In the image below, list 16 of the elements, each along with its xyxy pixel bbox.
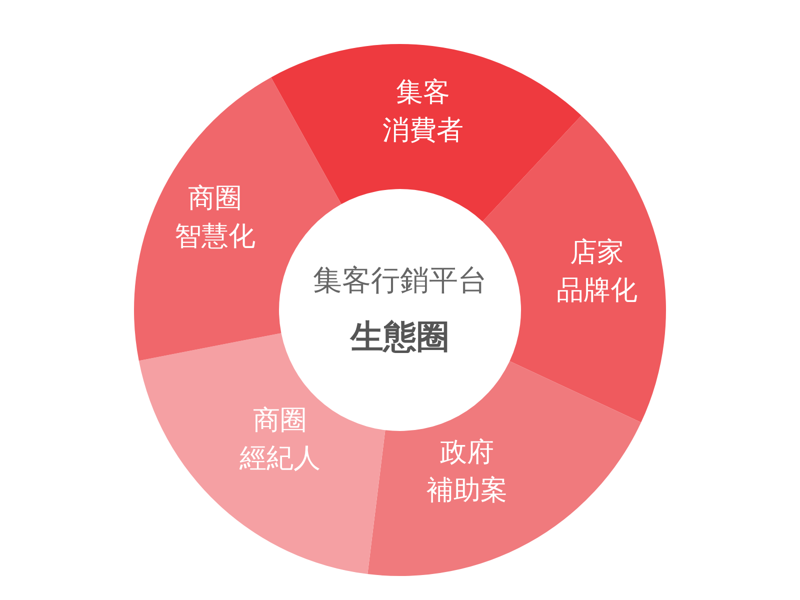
segment-label: 智慧化 [174,220,256,254]
ring-segment [482,115,666,422]
segment-label: 補助案 [426,474,508,508]
segment-label: 品牌化 [556,274,638,308]
ring-segment [134,77,342,361]
platform-title: 集客行銷平台 [313,262,487,298]
segment-label: 店家 [570,236,624,270]
segment-label: 商圈 [188,182,242,216]
ring-segment [271,44,582,222]
ring-segment [368,361,642,576]
ecosystem-label: 生態圈 [350,316,450,358]
segment-label: 政府 [440,436,494,470]
segment-label: 集客 [396,76,450,110]
segment-label: 消費者 [382,114,464,148]
segment-label: 商圈 [253,404,307,438]
segment-label: 經紀人 [240,442,320,476]
